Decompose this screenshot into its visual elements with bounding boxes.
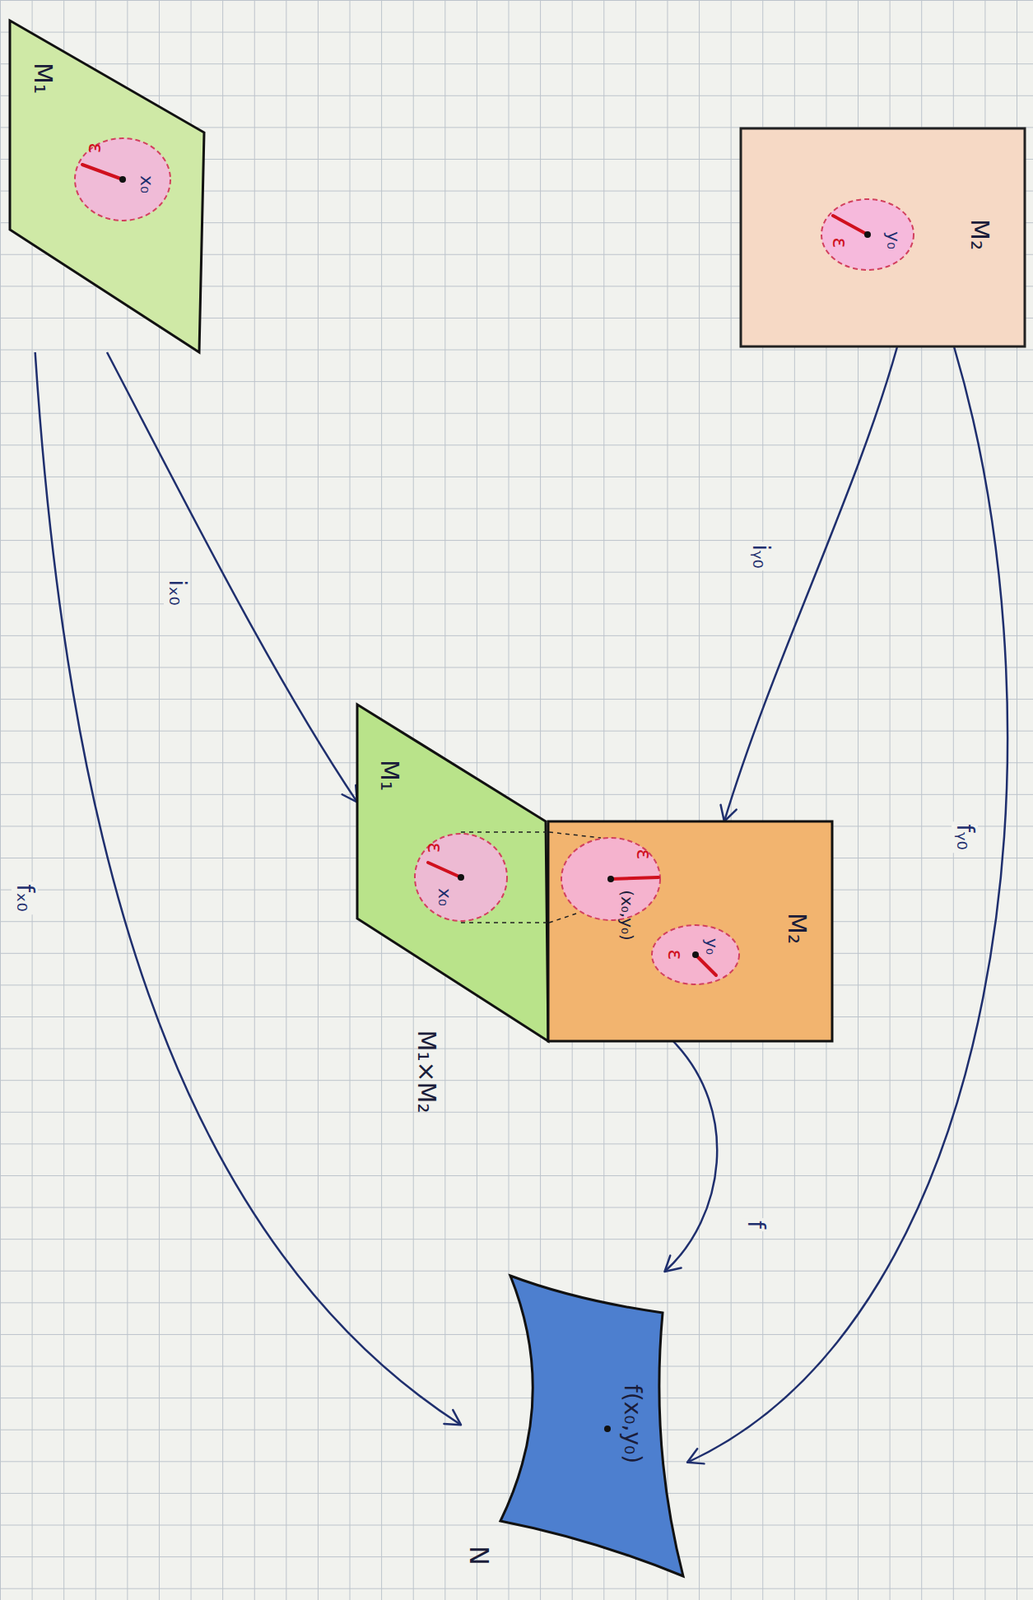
radius-line xyxy=(695,954,717,976)
manifold-panel: M₂(x₀,y₀)εy₀ε xyxy=(548,821,833,1042)
map-curve xyxy=(107,352,358,803)
projection-line xyxy=(460,831,547,833)
math-label: (x₀,y₀) xyxy=(618,889,636,941)
map-arrow xyxy=(721,347,898,822)
map-label: f xyxy=(742,1218,769,1232)
math-label: M₂ xyxy=(784,912,810,945)
radius-label: ε xyxy=(665,949,685,961)
map-arrow xyxy=(107,352,358,803)
rectangle xyxy=(548,821,833,1042)
math-label: f(x₀,y₀) xyxy=(620,1384,644,1464)
epsilon-ball xyxy=(414,833,508,922)
epsilon-ball: x₀ ε xyxy=(413,832,509,923)
math-label: M₁×M₂ xyxy=(414,1030,439,1114)
parallelogram xyxy=(9,20,205,353)
math-label: M₁ xyxy=(376,759,402,792)
shape-outline xyxy=(460,1271,688,1585)
arrow-head xyxy=(665,1256,682,1272)
map-curve xyxy=(665,1041,718,1272)
math-label: y₀ xyxy=(703,938,721,955)
radius-label: ε xyxy=(85,143,106,154)
projection-line xyxy=(549,832,601,838)
epsilon-ball xyxy=(651,925,740,985)
center-dot xyxy=(692,951,699,959)
rectangle xyxy=(740,128,1025,347)
radius-line xyxy=(82,164,123,180)
manifold-panel: M₂ y₀ ε xyxy=(739,127,1026,348)
center-dot xyxy=(607,875,615,883)
radius-line xyxy=(832,215,868,235)
epsilon-ball: y₀ ε xyxy=(650,923,741,987)
epsilon-ball xyxy=(74,138,171,221)
center-dot xyxy=(457,874,465,881)
radius-label: ε xyxy=(424,842,445,854)
math-label: x₀ xyxy=(137,175,156,194)
epsilon-ball: x₀ ε xyxy=(73,136,173,223)
radius-label: ε xyxy=(829,237,850,249)
map-label: fᵧ₀ xyxy=(951,821,978,853)
math-label: y₀ xyxy=(884,231,903,250)
projection-line xyxy=(460,921,548,924)
product-group: M₁×M₂M₁x₀εM₂(x₀,y₀)εy₀ε xyxy=(345,699,836,1108)
math-label: N xyxy=(465,1545,493,1566)
radius-line xyxy=(428,862,461,878)
curved-surface xyxy=(500,1275,684,1577)
target-manifold: f(x₀,y₀) N xyxy=(460,1271,688,1585)
arrow-head xyxy=(342,785,358,803)
epsilon-ball: (x₀,y₀)ε xyxy=(559,836,662,922)
math-label: x₀ xyxy=(435,888,454,907)
map-arrow xyxy=(665,1041,718,1272)
map-curve xyxy=(724,347,898,822)
center-dot xyxy=(864,231,871,238)
manifold-panel: M₁ x₀ ε xyxy=(9,20,205,353)
math-label: M₁ xyxy=(30,62,56,94)
image-dot xyxy=(604,1425,611,1433)
epsilon-ball xyxy=(561,837,661,921)
map-label: fₓ₀ xyxy=(11,881,38,915)
radius-label: ε xyxy=(633,849,654,861)
arrow-head xyxy=(721,804,737,822)
map-label: iᵧ₀ xyxy=(747,541,774,571)
projection-line xyxy=(549,913,577,923)
parallelogram xyxy=(357,704,549,1042)
center-dot xyxy=(119,176,126,183)
shape-outline xyxy=(650,923,741,987)
manifold-panel: M₁ x₀ ε xyxy=(357,704,549,1042)
radius-line xyxy=(610,877,659,880)
epsilon-ball xyxy=(821,199,914,270)
arrow-head xyxy=(443,1409,461,1425)
arrow-head xyxy=(687,1448,705,1464)
epsilon-ball: y₀ ε xyxy=(819,197,916,272)
math-label: M₂ xyxy=(967,218,992,251)
map-label: iₓ₀ xyxy=(163,576,191,608)
